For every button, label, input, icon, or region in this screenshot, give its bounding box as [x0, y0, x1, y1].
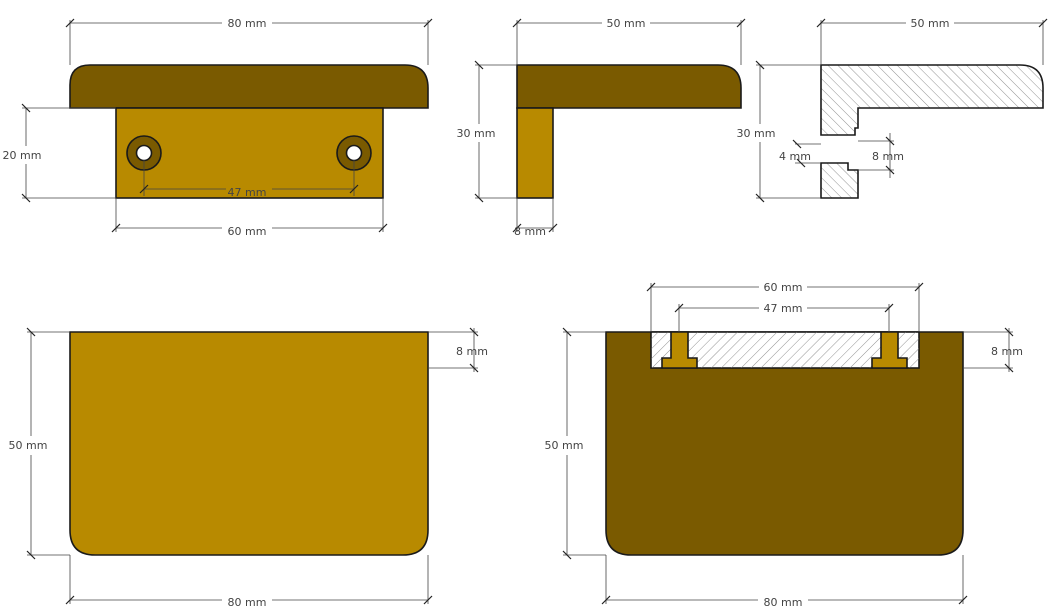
section-slot-label: 4 mm	[779, 150, 811, 163]
front-height-dim: 20 mm	[3, 103, 116, 203]
side-leg	[516, 107, 554, 199]
side-width-label: 50 mm	[607, 17, 646, 30]
top-lip-label: 8 mm	[456, 345, 488, 358]
front-view: 80 mm 20 mm 47 mm	[3, 17, 433, 238]
front-height-label: 20 mm	[3, 149, 42, 162]
side-top-rail	[516, 64, 742, 109]
side-height-dim: 30 mm	[457, 60, 517, 203]
bottom-width-dim: 80 mm	[601, 555, 968, 609]
front-width-dim: 80 mm	[65, 17, 433, 65]
side-view: 50 mm 30 mm 8 mm	[457, 17, 746, 238]
section-height-dim: 30 mm	[737, 60, 821, 203]
bottom-outer-label: 60 mm	[764, 281, 803, 294]
section-lip-label: 8 mm	[872, 150, 904, 163]
bottom-width-label: 80 mm	[764, 596, 803, 609]
top-height-label: 50 mm	[9, 439, 48, 452]
front-width-label: 80 mm	[228, 17, 267, 30]
bottom-height-label: 50 mm	[545, 439, 584, 452]
section-lip-dim: 8 mm	[858, 133, 904, 178]
side-thickness-dim: 8 mm	[512, 198, 558, 238]
front-top-rail	[69, 64, 429, 109]
bottom-plate	[605, 331, 964, 556]
section-height-label: 30 mm	[737, 127, 776, 140]
bottom-outer-dim: 60 mm	[646, 281, 924, 332]
bottom-lip-dim: 8 mm	[963, 327, 1023, 373]
bottom-holes-label: 47 mm	[764, 302, 803, 315]
top-plate	[69, 331, 429, 556]
right-hole-inner	[345, 144, 363, 162]
top-view: 50 mm 8 mm 80 mm	[9, 327, 488, 609]
top-lip-dim: 8 mm	[428, 327, 488, 373]
front-body-label: 60 mm	[228, 225, 267, 238]
side-width-dim: 50 mm	[512, 17, 746, 65]
section-upper	[820, 64, 1044, 136]
bottom-height-dim: 50 mm	[545, 327, 606, 560]
bottom-holes-dim: 47 mm	[674, 302, 894, 332]
bottom-view: 60 mm 47 mm 8 mm 50 mm	[545, 281, 1023, 609]
side-thickness-label: 8 mm	[514, 225, 546, 238]
section-view: 50 mm 30 mm 4 mm 8 mm	[737, 17, 1048, 203]
top-height-dim: 50 mm	[9, 327, 70, 560]
front-hole-label: 47 mm	[228, 186, 267, 199]
top-width-label: 80 mm	[228, 596, 267, 609]
left-hole-inner	[135, 144, 153, 162]
section-width-label: 50 mm	[911, 17, 950, 30]
right-t-nut	[871, 331, 908, 369]
section-width-dim: 50 mm	[816, 17, 1048, 65]
front-body-dim: 60 mm	[111, 198, 388, 238]
left-t-nut	[661, 331, 698, 369]
section-lower	[820, 162, 859, 199]
section-slot-dim: 4 mm	[779, 139, 821, 168]
top-width-dim: 80 mm	[65, 555, 433, 609]
front-hole-dim: 47 mm	[139, 160, 359, 199]
bottom-lip-label: 8 mm	[991, 345, 1023, 358]
side-height-label: 30 mm	[457, 127, 496, 140]
